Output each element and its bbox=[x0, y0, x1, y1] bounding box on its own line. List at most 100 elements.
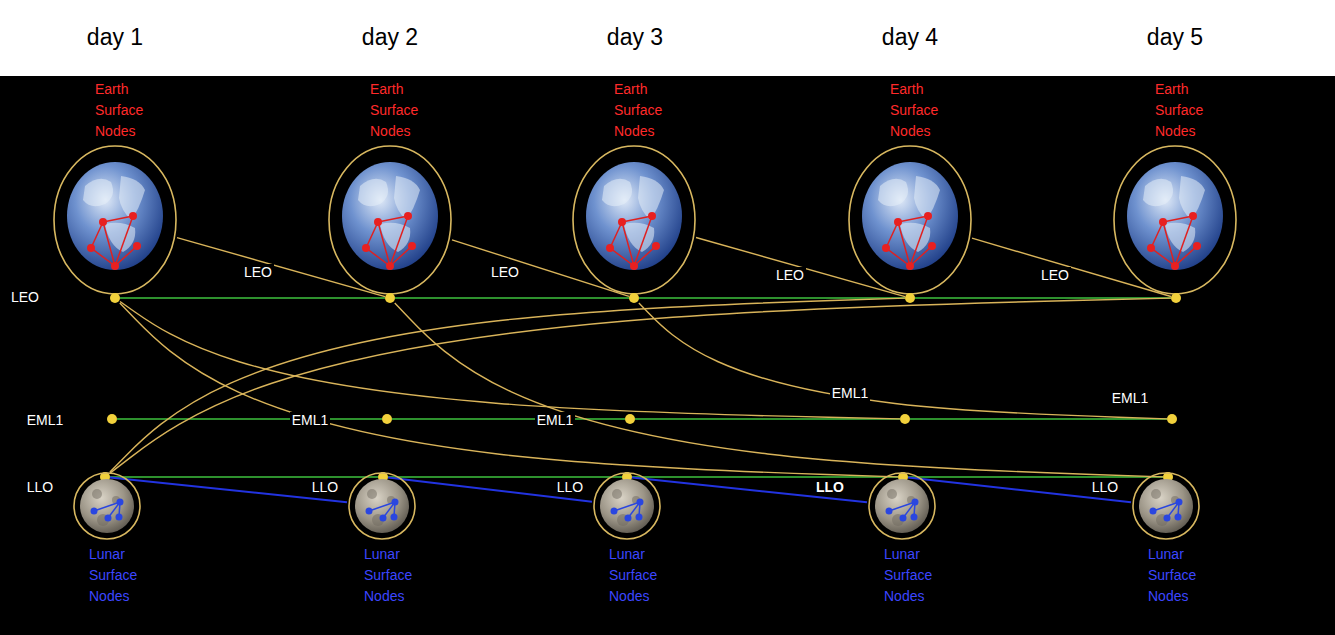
earth-caption: Earth Surface Nodes bbox=[890, 79, 948, 142]
orbit-node: EML1 bbox=[107, 414, 117, 424]
earth-node: Earth Surface Nodes bbox=[1113, 145, 1237, 295]
surface-site bbox=[91, 508, 98, 515]
surface-link bbox=[366, 248, 390, 266]
surface-link bbox=[886, 222, 898, 248]
orbit-ring bbox=[1114, 146, 1236, 294]
earth-node: Earth Surface Nodes bbox=[848, 145, 972, 295]
earth-node: Earth Surface Nodes bbox=[53, 145, 177, 295]
day-label: day 3 bbox=[607, 24, 663, 50]
surface-link bbox=[886, 248, 910, 266]
moon-art bbox=[72, 471, 142, 541]
descent-line bbox=[632, 478, 867, 503]
moon-globe bbox=[1139, 479, 1193, 533]
surface-site bbox=[924, 212, 932, 220]
header-band bbox=[0, 0, 1335, 76]
moon-globe bbox=[355, 479, 409, 533]
orbit-label: LEO bbox=[1039, 267, 1071, 283]
moon-crater bbox=[887, 489, 897, 499]
surface-site bbox=[906, 262, 914, 270]
earth-globe bbox=[1127, 162, 1223, 270]
day-label: day 1 bbox=[87, 24, 143, 50]
surface-link bbox=[378, 222, 390, 266]
dot-art bbox=[629, 293, 639, 303]
dot-art bbox=[1167, 414, 1177, 424]
orbit-label: LEO bbox=[9, 289, 41, 305]
earth-cloud bbox=[602, 179, 632, 206]
surface-link bbox=[910, 246, 932, 266]
surface-site bbox=[374, 218, 382, 226]
surface-site bbox=[105, 515, 112, 522]
surface-site bbox=[386, 262, 394, 270]
surface-site bbox=[886, 508, 893, 515]
timeline-line bbox=[117, 418, 382, 419]
orbit-dot bbox=[905, 293, 915, 303]
earth-cloud bbox=[1179, 176, 1205, 220]
surface-link bbox=[378, 216, 408, 222]
surface-site bbox=[625, 515, 632, 522]
earth-art bbox=[848, 145, 972, 295]
surface-site bbox=[116, 514, 123, 521]
orbit-label: LEO bbox=[774, 267, 806, 283]
dot-art bbox=[900, 414, 910, 424]
dot-art bbox=[385, 293, 395, 303]
orbit-label: LLO bbox=[1090, 479, 1120, 495]
orbit-dot bbox=[1171, 293, 1181, 303]
orbit-dot bbox=[629, 293, 639, 303]
dot-art bbox=[110, 293, 120, 303]
orbit-label: EML1 bbox=[830, 385, 871, 401]
surface-link bbox=[103, 222, 115, 266]
descent-line bbox=[388, 478, 592, 502]
earth-cloud bbox=[1143, 179, 1173, 206]
surface-site bbox=[391, 514, 398, 521]
moon-crater bbox=[92, 489, 102, 499]
earth-cloud bbox=[638, 176, 664, 220]
surface-site bbox=[1171, 262, 1179, 270]
surface-site bbox=[911, 514, 918, 521]
surface-site bbox=[648, 212, 656, 220]
earth-cloud bbox=[914, 176, 940, 220]
black-panel bbox=[0, 76, 1335, 635]
orbit-node: EML1 bbox=[900, 414, 910, 424]
surface-link bbox=[610, 248, 634, 266]
orbit-node: LEO bbox=[629, 293, 639, 303]
surface-site bbox=[392, 499, 399, 506]
surface-link bbox=[622, 216, 652, 222]
orbit-node: EML1 bbox=[1167, 414, 1177, 424]
orbit-dot bbox=[900, 414, 910, 424]
surface-link bbox=[898, 216, 928, 222]
orbit-label: EML1 bbox=[1110, 390, 1151, 406]
dot-art bbox=[1171, 293, 1181, 303]
surface-link bbox=[898, 222, 910, 266]
surface-site bbox=[1164, 515, 1171, 522]
earth-art bbox=[53, 145, 177, 295]
day-label: day 4 bbox=[882, 24, 938, 50]
surface-site bbox=[380, 515, 387, 522]
transfer-arc bbox=[395, 303, 1163, 477]
surface-site bbox=[882, 244, 890, 252]
descent-line bbox=[908, 478, 1131, 503]
moon-caption: Lunar Surface Nodes bbox=[1148, 544, 1206, 607]
orbit-label: EML1 bbox=[290, 412, 331, 428]
earth-caption: Earth Surface Nodes bbox=[614, 79, 672, 142]
orbit-ring bbox=[329, 146, 451, 294]
descent-line bbox=[110, 478, 347, 503]
earth-caption: Earth Surface Nodes bbox=[95, 79, 153, 142]
orbit-ring bbox=[54, 146, 176, 294]
surface-link bbox=[1163, 222, 1175, 266]
moon-art bbox=[347, 471, 417, 541]
earth-cloud bbox=[83, 179, 113, 206]
moon-globe bbox=[600, 479, 654, 533]
surface-site bbox=[1175, 514, 1182, 521]
timeline-line bbox=[388, 476, 622, 477]
timeline-line bbox=[908, 476, 1163, 477]
surface-site bbox=[1159, 218, 1167, 226]
surface-site bbox=[1193, 242, 1201, 250]
moon-node: Lunar Surface Nodes bbox=[592, 471, 662, 541]
surface-site bbox=[636, 514, 643, 521]
earth-cloud bbox=[394, 176, 420, 220]
dot-art bbox=[382, 414, 392, 424]
orbit-dot bbox=[382, 414, 392, 424]
earth-art bbox=[328, 145, 452, 295]
moon-caption: Lunar Surface Nodes bbox=[89, 544, 147, 607]
day-label: day 2 bbox=[362, 24, 418, 50]
